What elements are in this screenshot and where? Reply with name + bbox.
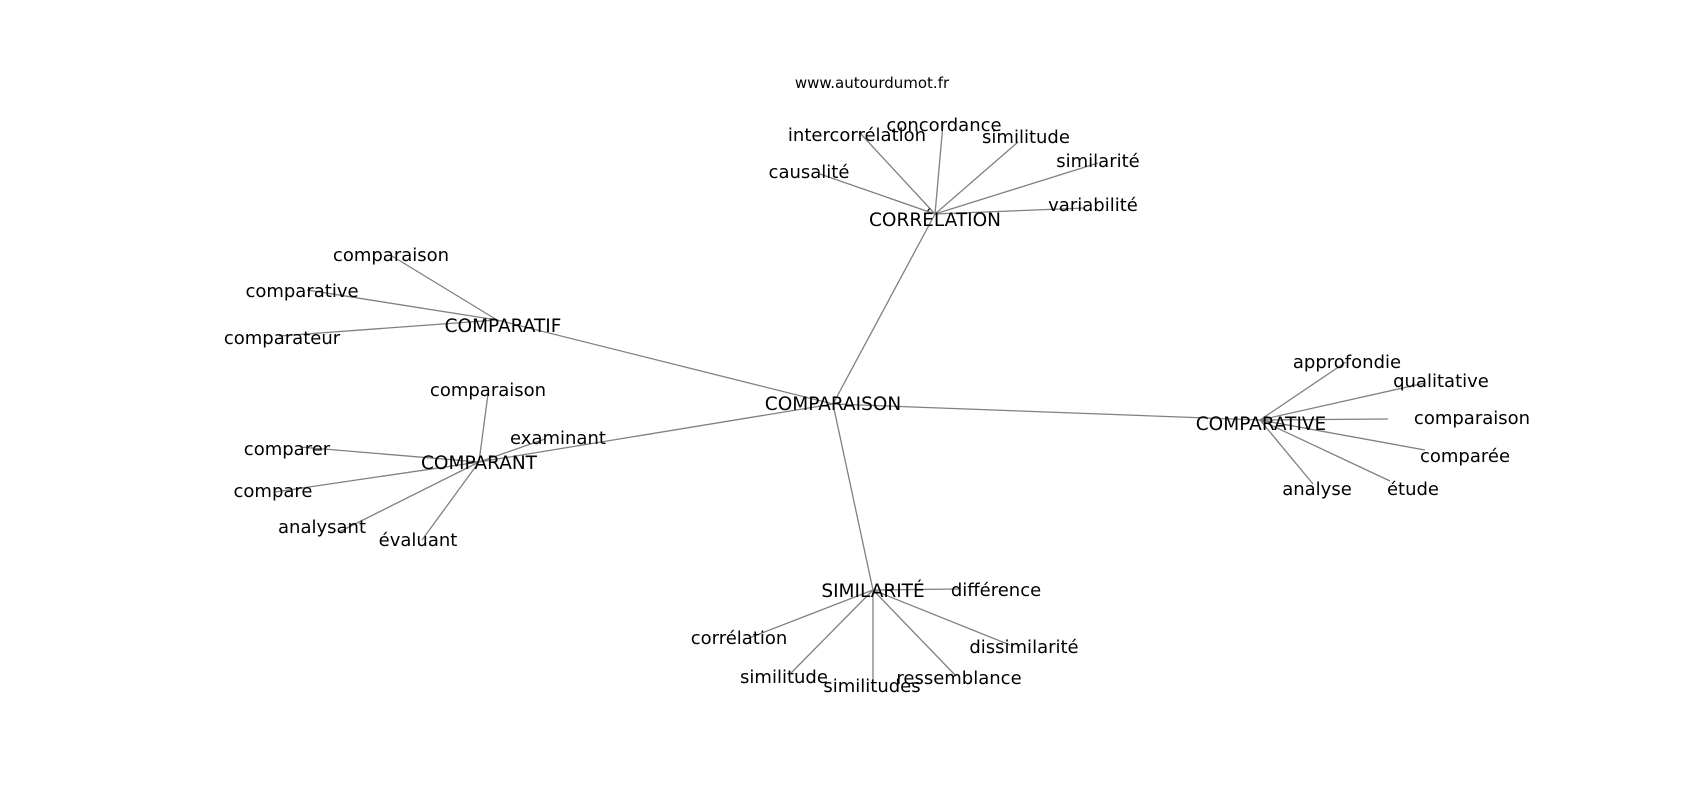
- hub-node-label-correlation: CORRÉLATION: [869, 209, 1001, 231]
- leaf-node-label: comparée: [1420, 446, 1510, 467]
- leaf-node-label: similitudes: [823, 676, 920, 697]
- leaf-node-label: approfondie: [1293, 352, 1401, 373]
- edge-comparant-4: [338, 461, 480, 533]
- leaf-node-label: variabilité: [1048, 195, 1138, 216]
- watermark-text: www.autourdumot.fr: [795, 74, 950, 92]
- edge-correlation-1: [934, 123, 944, 215]
- edge-comparatif-0: [391, 255, 498, 321]
- leaf-node-label: comparaison: [333, 245, 449, 266]
- hub-node-label-comparant: COMPARANT: [421, 453, 538, 474]
- edge-root-similarite: [832, 403, 874, 591]
- edge-comparant-5: [421, 461, 480, 541]
- edge-correlation-3: [819, 173, 936, 215]
- leaf-node-label: intercorrélation: [788, 125, 926, 146]
- leaf-node-label: différence: [951, 580, 1041, 601]
- leaf-node-label: comparateur: [224, 328, 341, 349]
- edge-comparative-0: [1259, 361, 1347, 421]
- edge-comparant-3: [274, 461, 480, 493]
- leaf-node-label: qualitative: [1393, 371, 1489, 392]
- edge-correlation-4: [934, 162, 1099, 215]
- root-node-label: COMPARAISON: [765, 394, 901, 415]
- edge-comparative-1: [1259, 382, 1426, 421]
- leaf-node-label: similitude: [740, 667, 828, 688]
- edge-comparative-5: [1259, 419, 1391, 482]
- edge-similarite-0: [872, 588, 961, 591]
- leaf-node-label: concordance: [886, 115, 1001, 136]
- edge-similarite-3: [790, 589, 874, 674]
- leaf-node-label: étude: [1387, 479, 1439, 500]
- edge-comparant-2: [299, 446, 480, 463]
- hub-node-label-comparatif: COMPARATIF: [445, 316, 562, 337]
- graph-labels: intercorrélationconcordancesimilitudecau…: [224, 115, 1530, 697]
- edge-comparative-3: [1259, 419, 1426, 451]
- leaf-node-label: évaluant: [379, 530, 458, 551]
- leaf-node-label: analyse: [1282, 479, 1352, 500]
- leaf-node-label: comparaison: [430, 380, 546, 401]
- graph-edges: [274, 123, 1426, 680]
- edge-similarite-2: [872, 589, 1011, 646]
- edge-comparant-1: [478, 438, 546, 463]
- leaf-node-label: corrélation: [691, 628, 788, 649]
- edge-correlation-2: [934, 141, 1019, 215]
- edge-comparative-4: [1259, 419, 1314, 485]
- leaf-node-label: comparer: [244, 439, 331, 460]
- leaf-node-label: causalité: [769, 162, 850, 183]
- leaf-node-label: comparative: [245, 281, 358, 302]
- leaf-node-label: comparaison: [1414, 408, 1530, 429]
- edge-root-comparative: [832, 403, 1261, 421]
- edge-similarite-1: [748, 589, 874, 639]
- edge-root-comparant: [478, 403, 834, 463]
- leaf-node-label: dissimilarité: [969, 637, 1078, 658]
- edge-similarite-5: [872, 589, 957, 677]
- edge-comparatif-1: [306, 289, 498, 321]
- hub-node-label-similarite: SIMILARITÉ: [821, 580, 924, 602]
- edge-comparative-2: [1259, 418, 1389, 421]
- edge-root-correlation: [832, 213, 936, 405]
- edge-comparatif-2: [278, 319, 498, 337]
- hub-node-label-comparative: COMPARATIVE: [1196, 414, 1327, 435]
- leaf-node-label: compare: [234, 481, 313, 502]
- leaf-node-label: ressemblance: [896, 668, 1021, 689]
- leaf-node-label: analysant: [278, 517, 366, 538]
- edge-comparant-0: [478, 393, 489, 463]
- edge-correlation-5: [934, 207, 1086, 215]
- leaf-node-label: similarité: [1056, 151, 1139, 172]
- leaf-node-label: examinant: [510, 428, 606, 449]
- edge-root-comparatif: [496, 319, 834, 405]
- leaf-node-label: similitude: [982, 127, 1070, 148]
- edge-correlation-0: [859, 132, 936, 215]
